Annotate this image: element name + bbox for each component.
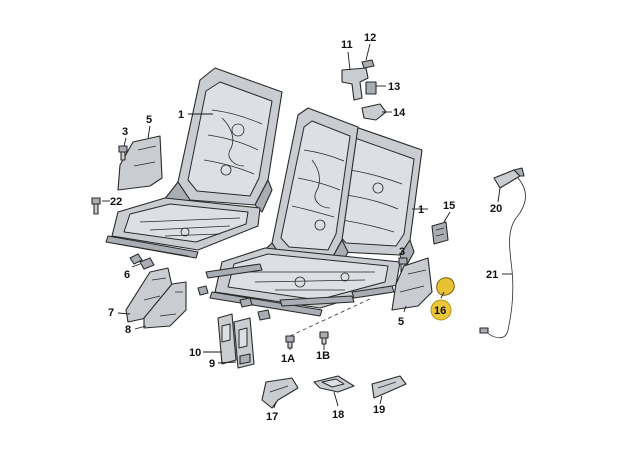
clip-c xyxy=(257,309,271,321)
label-19: 19 xyxy=(373,404,385,416)
part-16-knob xyxy=(436,277,455,296)
part-8-trim xyxy=(143,281,187,329)
label-16: 16 xyxy=(434,305,446,317)
label-15: 15 xyxy=(443,200,455,212)
label-18: 18 xyxy=(332,409,344,421)
part-12-clip xyxy=(361,59,375,69)
label-11: 11 xyxy=(341,39,353,51)
part-22-screw xyxy=(91,197,101,215)
part-10-bracket xyxy=(217,313,237,365)
clip-b xyxy=(239,297,253,308)
part-5-left-trim xyxy=(117,135,163,191)
label-5-right: 5 xyxy=(398,316,404,328)
label-13: 13 xyxy=(388,81,400,93)
label-21: 21 xyxy=(486,269,498,281)
label-3-right: 3 xyxy=(399,246,405,258)
part-11-bracket xyxy=(341,67,369,101)
label-14: 14 xyxy=(393,107,406,119)
leader-lines xyxy=(102,43,512,409)
part-6-clips xyxy=(129,253,155,270)
part-13-latch xyxy=(365,81,377,95)
right-seat-frame xyxy=(205,107,423,317)
label-9: 9 xyxy=(209,358,215,370)
cable-end xyxy=(479,327,489,334)
part-1B-bolt xyxy=(319,331,329,345)
part-labels: 1 1 3 3 5 5 6 7 8 9 10 11 12 13 14 15 16… xyxy=(108,32,502,423)
label-7: 7 xyxy=(108,307,114,319)
label-8: 8 xyxy=(125,324,131,336)
part-21-cable xyxy=(485,177,526,339)
label-3-left: 3 xyxy=(122,126,128,138)
label-17: 17 xyxy=(266,411,278,423)
label-22: 22 xyxy=(110,196,122,208)
label-16-highlight xyxy=(430,299,452,321)
left-seat-frame xyxy=(105,67,283,259)
part-15-strap xyxy=(431,221,449,245)
label-5-left: 5 xyxy=(146,114,152,126)
clip-a xyxy=(197,285,209,296)
part-9-bracket xyxy=(233,317,255,369)
part-14-cover xyxy=(361,103,387,121)
part-1A-bolt xyxy=(285,335,295,349)
label-1A: 1A xyxy=(281,353,295,365)
label-1-left: 1 xyxy=(178,109,184,121)
label-6: 6 xyxy=(124,269,130,281)
label-12: 12 xyxy=(364,32,376,44)
part-19-cover xyxy=(371,375,407,399)
label-10: 10 xyxy=(189,347,201,359)
label-1-right: 1 xyxy=(418,204,424,216)
label-20: 20 xyxy=(490,203,502,215)
part-17-cover xyxy=(261,377,299,409)
label-1B: 1B xyxy=(316,350,330,362)
